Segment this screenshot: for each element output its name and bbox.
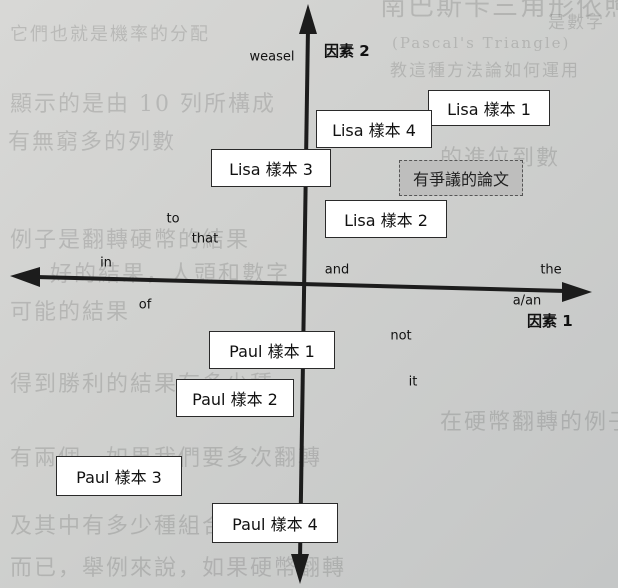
word-in: in <box>100 255 112 271</box>
factor-2-label: 因素 2 <box>324 42 370 60</box>
word-of: of <box>138 297 152 313</box>
sample-box-paul-1: Paul 樣本 1 <box>209 331 335 369</box>
word-to: to <box>166 211 180 227</box>
word-not: not <box>390 328 412 344</box>
sample-box-paul-2: Paul 樣本 2 <box>176 379 294 417</box>
sample-box-lisa-3: Lisa 樣本 3 <box>211 149 331 187</box>
word-and: and <box>324 262 350 278</box>
horizontal-axis-line <box>35 275 567 293</box>
sample-box-paul-3: Paul 樣本 3 <box>56 456 182 496</box>
horizontal-axis-arrow-left <box>10 267 40 287</box>
sample-box-lisa-2: Lisa 樣本 2 <box>325 200 447 238</box>
sample-box-lisa-1: Lisa 樣本 1 <box>428 90 550 126</box>
word-a-an: a/an <box>512 293 542 309</box>
vertical-axis-line <box>298 27 310 561</box>
horizontal-axis-arrow-right <box>562 282 592 302</box>
word-weasel: weasel <box>249 49 295 65</box>
word-that: that <box>191 231 219 247</box>
vertical-axis-arrow-down <box>291 554 309 584</box>
sample-box-lisa-4: Lisa 樣本 4 <box>316 110 432 148</box>
word-it: it <box>408 374 418 390</box>
factor-1-label: 因素 1 <box>527 312 573 330</box>
disputed-paper-box: 有爭議的論文 <box>399 160 523 196</box>
sample-box-paul-4: Paul 樣本 4 <box>212 503 338 543</box>
word-the: the <box>540 262 562 278</box>
vertical-axis-arrow-up <box>299 4 317 34</box>
